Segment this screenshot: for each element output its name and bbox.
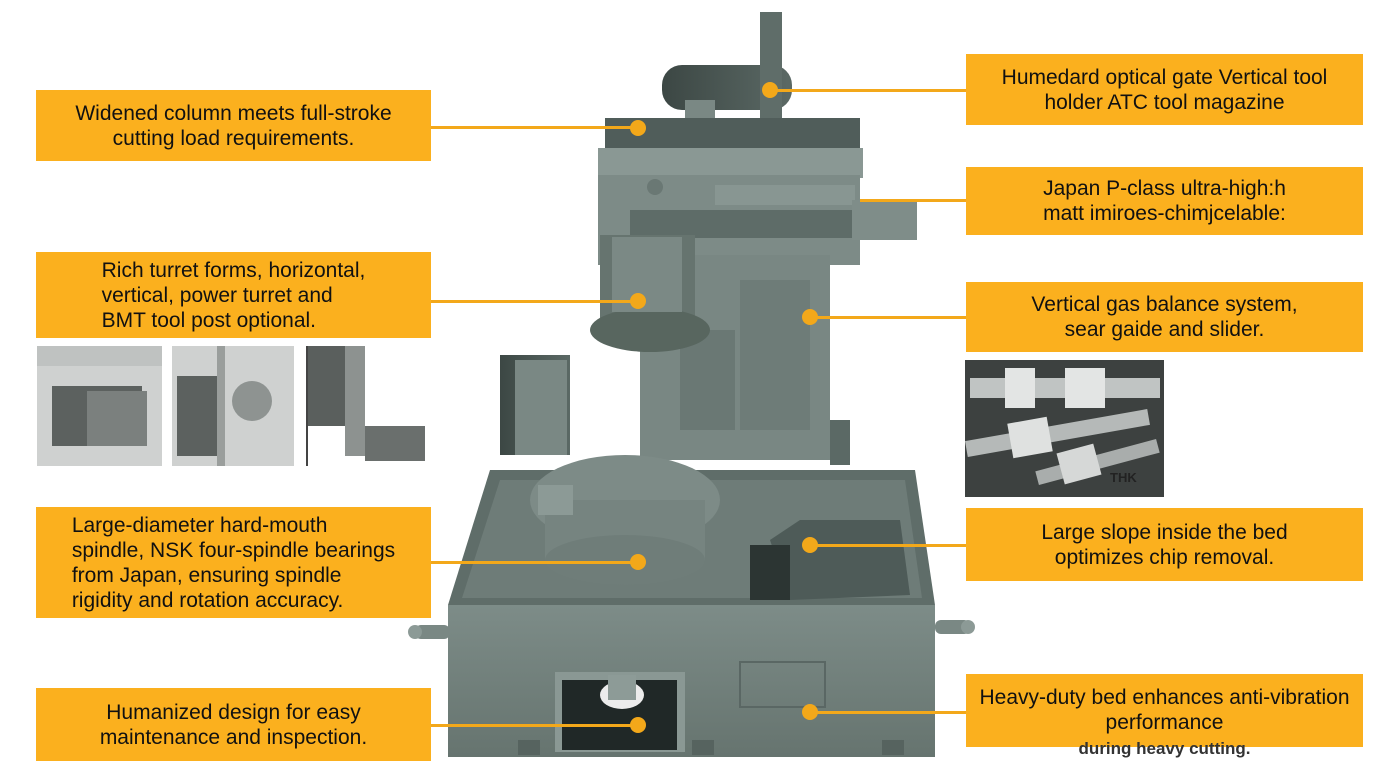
connector-spindle bbox=[430, 561, 638, 564]
marker-turret-forms bbox=[630, 293, 646, 309]
linear-guide-photo: THK bbox=[965, 360, 1164, 497]
callout-turret-forms: Rich turret forms, horizontal, vertical,… bbox=[36, 252, 431, 338]
callout-widened-column: Widened column meets full-stroke cutting… bbox=[36, 90, 431, 161]
callout-text: Vertical gas balance system, sear gaide … bbox=[1031, 293, 1298, 341]
thumbnail-vertical-turret bbox=[172, 346, 294, 466]
connector-humanized-design bbox=[430, 724, 638, 727]
marker-heavy-bed bbox=[802, 704, 818, 720]
marker-gas-balance bbox=[802, 309, 818, 325]
callout-p-class: Japan P-class ultra-high:h matt imiroes-… bbox=[966, 167, 1363, 235]
marker-humanized-design bbox=[630, 717, 646, 733]
turret bbox=[590, 235, 710, 352]
callout-text: Widened column meets full-stroke cutting… bbox=[75, 101, 392, 150]
marker-widened-column bbox=[630, 120, 646, 136]
callout-text-main: Heavy-duty bed enhances anti-vibration p… bbox=[979, 686, 1350, 734]
callout-text: Humanized design for easy maintenance an… bbox=[99, 700, 368, 749]
connector-slope-bed bbox=[810, 544, 966, 547]
bed-tray bbox=[448, 455, 935, 605]
callout-text: Humedard optical gate Vertical tool hold… bbox=[1001, 65, 1328, 114]
connector-gas-balance bbox=[810, 316, 966, 319]
connector-p-class bbox=[860, 199, 966, 202]
thk-brand-mark: THK bbox=[1110, 470, 1137, 485]
callout-text: Heavy-duty bed enhances anti-vibration p… bbox=[979, 660, 1349, 761]
thumbnail-horizontal-turret bbox=[37, 346, 162, 466]
callout-gas-balance: Vertical gas balance system, sear gaide … bbox=[966, 282, 1363, 352]
bed bbox=[448, 605, 935, 757]
callout-tool-magazine: Humedard optical gate Vertical tool hold… bbox=[966, 54, 1363, 125]
connector-heavy-bed bbox=[810, 711, 966, 714]
connector-tool-magazine bbox=[770, 89, 966, 92]
callout-humanized-design: Humanized design for easy maintenance an… bbox=[36, 688, 431, 761]
callout-text: Large-diameter hard-mouth spindle, NSK f… bbox=[71, 513, 396, 612]
vertical-lathe-illustration bbox=[408, 12, 975, 757]
thumbnail-power-turret-bmt bbox=[305, 346, 440, 466]
callout-heavy-bed: Heavy-duty bed enhances anti-vibration p… bbox=[966, 674, 1363, 758]
callout-text: Large slope inside the bed optimizes chi… bbox=[1041, 520, 1288, 569]
callout-slope-bed: Large slope inside the bed optimizes chi… bbox=[966, 508, 1363, 581]
callout-text: Japan P-class ultra-high:h matt imiroes-… bbox=[1043, 177, 1286, 225]
callout-spindle: Large-diameter hard-mouth spindle, NSK f… bbox=[36, 507, 431, 618]
connector-widened-column bbox=[430, 126, 638, 129]
callout-text: Rich turret forms, horizontal, vertical,… bbox=[101, 258, 366, 332]
callout-text-tail: during heavy cutting. bbox=[1078, 739, 1251, 758]
marker-slope-bed bbox=[802, 537, 818, 553]
marker-spindle bbox=[630, 554, 646, 570]
marker-tool-magazine bbox=[762, 82, 778, 98]
connector-turret-forms bbox=[430, 300, 638, 303]
